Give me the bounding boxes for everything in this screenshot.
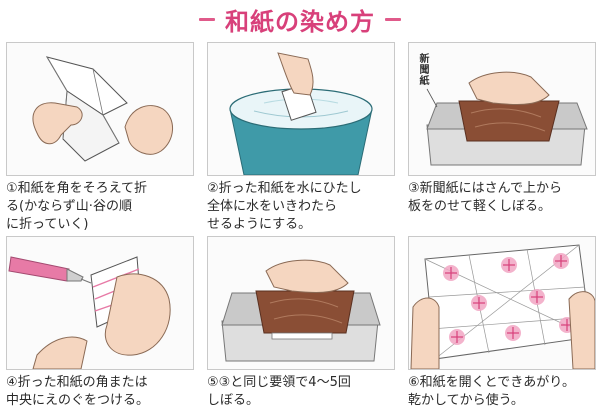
step-2-caption: ②折った和紙を水にひたし 全体に水をいきわたら せるようにする。 (207, 180, 397, 234)
step-3-illustration: 新聞紙 (408, 42, 596, 176)
page-title: 和紙の染め方 (225, 7, 375, 36)
step-5-line-1: ⑤③と同じ要領で4～5回 (207, 375, 351, 390)
step-1-line-3: に折っていく) (6, 217, 89, 232)
step-3-line-2: 板をのせて軽くしぼる。 (408, 199, 552, 214)
step-4-line-1: ④折った和紙の角または (6, 375, 148, 390)
step-6-illustration (408, 236, 596, 370)
step-5-illustration (207, 236, 395, 370)
step-2-line-3: せるようにする。 (207, 217, 312, 232)
pressing-board-illustration (409, 43, 595, 175)
step-3-caption: ③新聞紙にはさんで上から 板をのせて軽くしぼる。 (408, 180, 598, 216)
repeat-press-illustration (208, 237, 394, 369)
step-1-caption: ①和紙を角をそろえて折 る(かならず山·谷の順 に折っていく) (6, 180, 196, 234)
step-3-line-1: ③新聞紙にはさんで上から (408, 181, 563, 196)
step-6-caption: ⑥和紙を開くとできあがり。 乾かしてから使う。 (408, 374, 598, 410)
title-row: 和紙の染め方 (0, 2, 600, 36)
step-4-illustration (6, 236, 194, 370)
step-5-line-2: しぼる。 (207, 393, 260, 408)
step-2-line-1: ②折った和紙を水にひたし (207, 181, 362, 196)
title-decoration-right (385, 17, 401, 21)
title-decoration-left (199, 17, 215, 21)
step-2-illustration (207, 42, 395, 176)
step-4-line-2: 中央にえのぐをつける。 (6, 393, 150, 408)
soaking-bucket-illustration (208, 43, 394, 175)
step-6-line-2: 乾かしてから使う。 (408, 393, 524, 408)
step-6-line-1: ⑥和紙を開くとできあがり。 (408, 375, 576, 390)
step-5-caption: ⑤③と同じ要領で4～5回 しぼる。 (207, 374, 397, 410)
step-4-caption: ④折った和紙の角または 中央にえのぐをつける。 (6, 374, 196, 410)
folding-paper-illustration (7, 43, 193, 175)
step-1-illustration (6, 42, 194, 176)
finished-paper-illustration (409, 237, 595, 369)
step-2-line-2: 全体に水をいきわたら (207, 199, 338, 214)
newspaper-label: 新聞紙 (417, 53, 428, 86)
step-1-line-1: ①和紙を角をそろえて折 (6, 181, 148, 196)
step-1-line-2: る(かならず山·谷の順 (6, 199, 132, 214)
applying-paint-illustration (7, 237, 193, 369)
